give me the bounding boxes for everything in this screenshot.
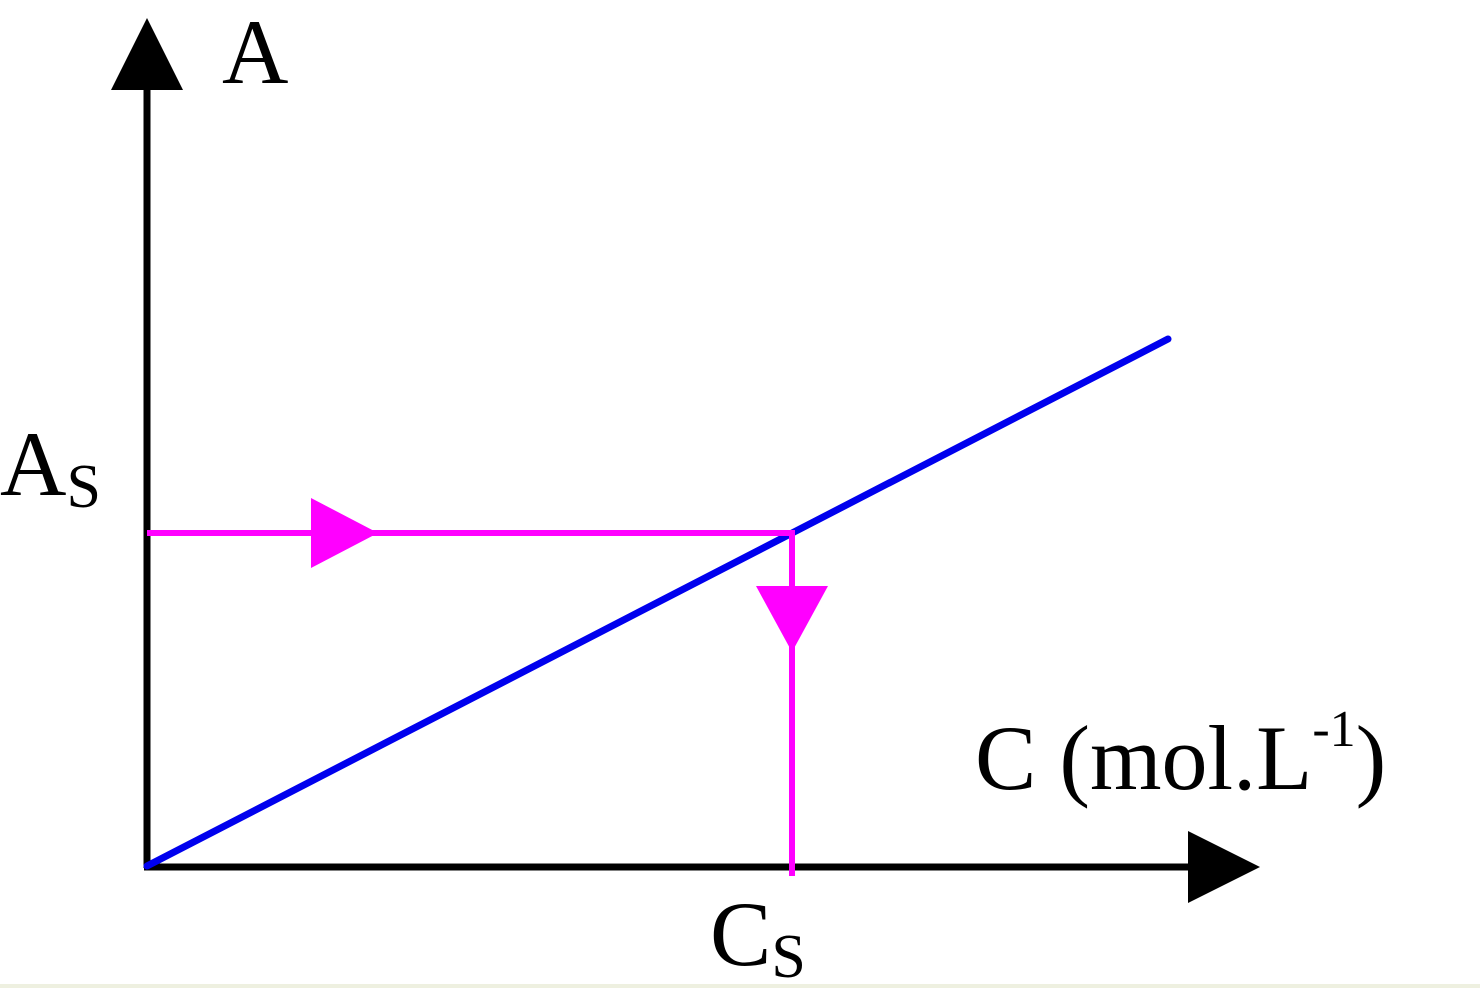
sample-concentration-label: CS <box>710 888 806 988</box>
sample-concentration-symbol: C <box>710 883 772 985</box>
sample-concentration-subscript: S <box>771 923 806 991</box>
x-axis-label-main: C (mol.L <box>975 707 1313 809</box>
right-arrow-icon <box>311 498 378 568</box>
sample-absorbance-symbol: A <box>0 413 67 515</box>
y-axis-label: A <box>222 1 289 103</box>
sample-absorbance-label: AS <box>0 418 101 518</box>
x-axis-label-exponent: -1 <box>1312 701 1356 758</box>
x-axis-arrow-icon <box>1188 831 1260 903</box>
x-axis-label: C (mol.L-1) <box>975 704 1386 805</box>
bottom-strip <box>0 984 1480 988</box>
down-arrow-icon <box>756 586 828 652</box>
y-axis-arrow-icon <box>111 18 183 90</box>
sample-absorbance-subscript: S <box>66 453 101 521</box>
calibration-line <box>143 335 1172 870</box>
x-axis-label-end: ) <box>1355 707 1387 809</box>
